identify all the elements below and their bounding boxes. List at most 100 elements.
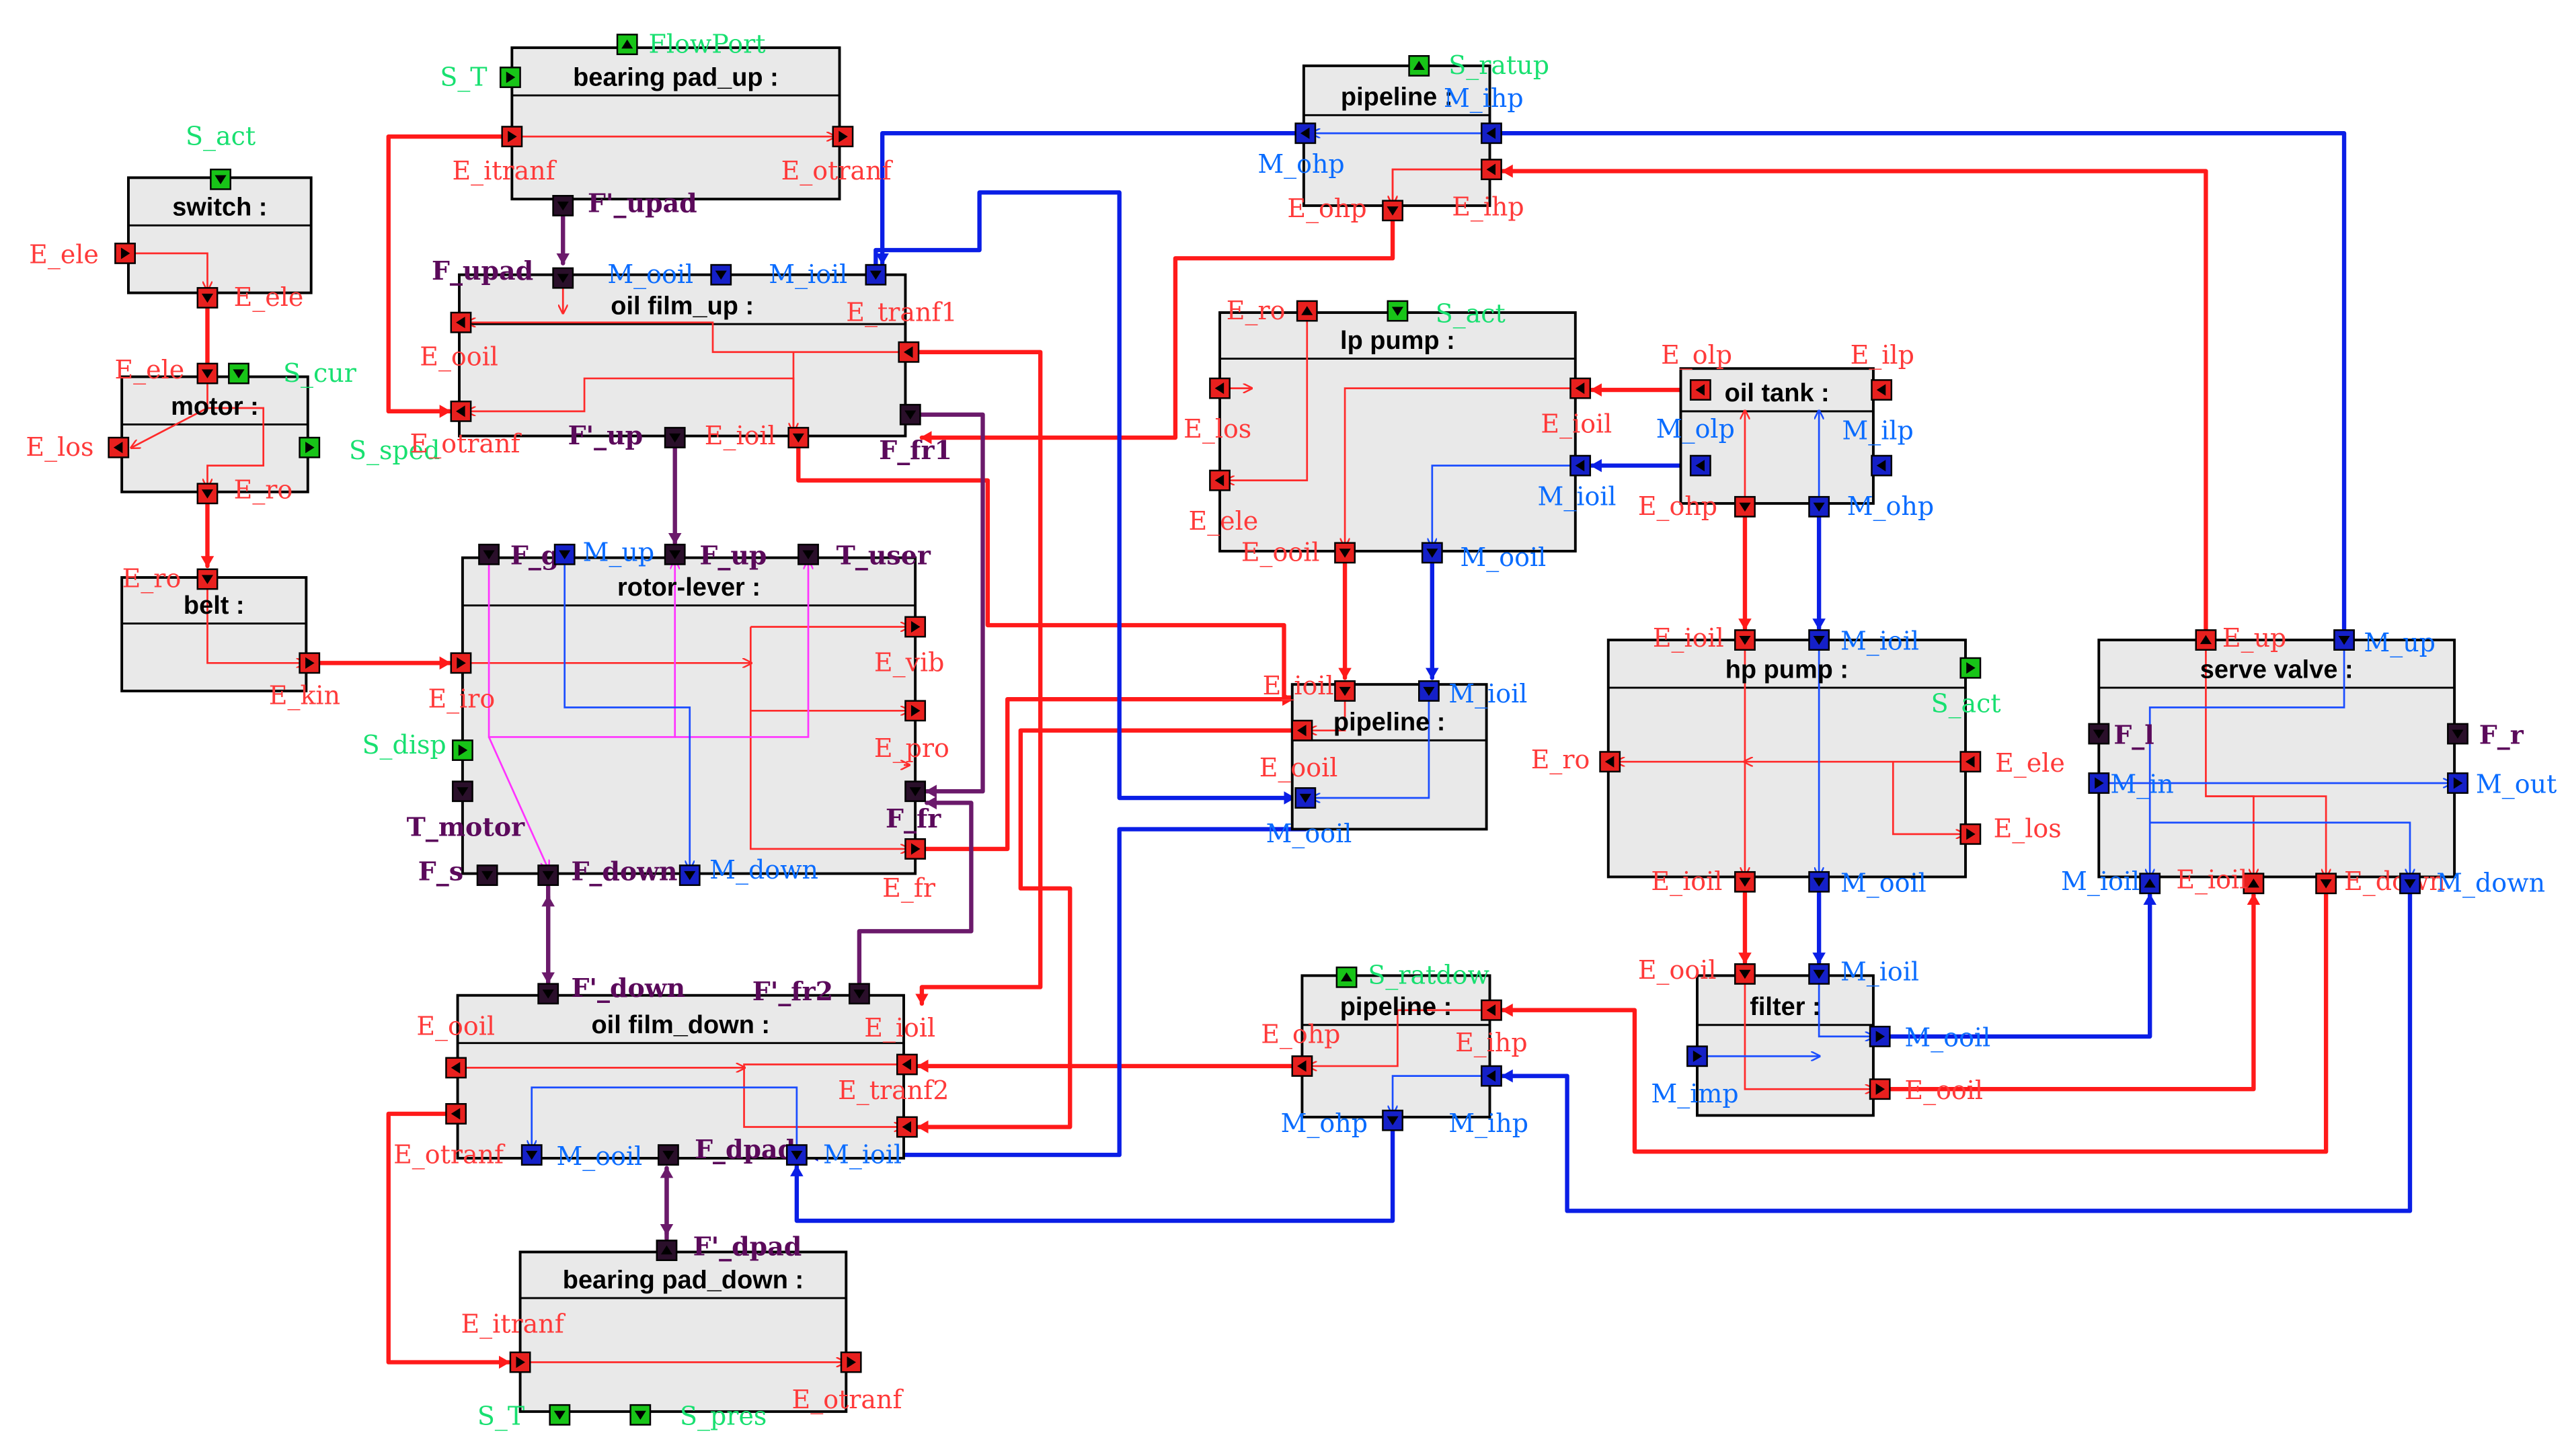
mass-connector-29[interactable] [806, 827, 1308, 1162]
mass-port-square[interactable] [1808, 963, 1830, 985]
port-f-up-rotor[interactable]: F_up [664, 540, 767, 570]
energy-connector-18[interactable] [1877, 893, 2261, 1092]
energy-port-square[interactable] [1734, 495, 1756, 518]
block-body[interactable] [518, 1250, 848, 1413]
port-e-otranf-oilfilm-up[interactable]: E_otranf [410, 400, 522, 459]
port-m-ooil-lp-pump[interactable]: M_ooil [1421, 542, 1546, 573]
port-e-ioil-oilfilm-down[interactable]: E_ioil [864, 1013, 935, 1076]
port-m-ooil-oilfilm-up[interactable]: M_ooil [607, 259, 732, 290]
port-e-ioil-servo-valve[interactable]: E_ioil [2176, 865, 2265, 895]
port-e-ihp-pipeline-top[interactable]: E_ihp [1452, 159, 1524, 223]
port-s-act-lp-pump[interactable]: S_act [1387, 299, 1506, 329]
port-e-itranf-bearing-up[interactable]: E_itranf [452, 126, 557, 186]
energy-connector-6[interactable] [912, 350, 1043, 1006]
port-e-los-lp-pump[interactable]: E_los [1183, 377, 1251, 444]
port-s-act-switch[interactable]: S_act [186, 121, 256, 190]
port-e-ooil-filter[interactable]: E_ooil [1869, 1076, 1983, 1106]
block-body[interactable] [1606, 639, 1967, 879]
mass-port-square[interactable] [553, 543, 576, 565]
signal-port-square[interactable] [549, 1404, 571, 1426]
signal-port-square[interactable] [1408, 54, 1430, 77]
block-body[interactable] [126, 176, 313, 294]
energy-connector-19[interactable] [1500, 887, 2329, 1154]
energy-port-square[interactable] [450, 400, 472, 422]
port-e-ele-switch[interactable]: E_ele [196, 282, 304, 313]
energy-port-square[interactable] [299, 652, 321, 674]
block-body[interactable] [2097, 639, 2456, 879]
port-e-vib-rotor[interactable]: E_vib [874, 616, 945, 678]
port-e-ro-lp-pump[interactable]: E_ro [1227, 296, 1318, 326]
energy-connector-11[interactable] [386, 1111, 511, 1369]
port-e-ioil-lp-pump[interactable]: E_ioil [1541, 377, 1612, 440]
energy-port-square[interactable] [1334, 542, 1356, 564]
port-f-down-rotor[interactable]: F_down [537, 856, 678, 886]
signal-port-square[interactable] [451, 739, 473, 761]
port-m-ioil-oilfilm-down[interactable]: M_ioil [785, 1139, 902, 1170]
port-t-motor-rotor[interactable]: T_motor [407, 780, 525, 842]
port-f-upad-bearing-up[interactable]: F'_upad [552, 188, 697, 218]
port-e-ioil-oilfilm-up[interactable]: E_ioil [705, 421, 810, 451]
port-e-otranf-bearing-down[interactable]: E_otranf [792, 1351, 904, 1415]
port-e-ooil-oilfilm-up[interactable]: E_ooil [420, 311, 498, 372]
port-e-tranf1-oilfilm-up[interactable]: E_tranf1 [846, 297, 958, 363]
force-port-square[interactable] [476, 864, 498, 886]
port-e-down-servo-valve[interactable]: E_down [2315, 866, 2446, 897]
port-f-s-rotor[interactable]: F_s [418, 856, 498, 886]
port-e-ele-lp-pump[interactable]: E_ele [1189, 469, 1259, 536]
energy-port-square[interactable] [501, 126, 523, 148]
port-e-olp-oil-tank[interactable]: E_olp [1661, 340, 1732, 401]
mass-port-square[interactable] [1869, 1025, 1891, 1047]
port-s-act-hp-pump[interactable]: S_act [1931, 657, 2001, 719]
port-e-iro-rotor[interactable]: E_iro [428, 652, 496, 715]
port-f-r-servo-valve[interactable]: F_r [2447, 719, 2524, 750]
port-e-ro-motor[interactable]: E_ro [196, 475, 293, 505]
port-s-t-bearing-down[interactable]: S_T [477, 1402, 571, 1432]
port-e-pro-rotor[interactable]: E_pro [874, 700, 949, 764]
port-m-down-servo-valve[interactable]: M_down [2399, 868, 2545, 899]
port-e-ohp-pipeline-bot[interactable]: E_ohp [1261, 1020, 1340, 1077]
port-m-ihp-pipeline-bot[interactable]: M_ihp [1448, 1065, 1528, 1139]
energy-port-square[interactable] [2315, 873, 2337, 895]
port-f-up-oilfilm-up[interactable]: F'_up [568, 420, 686, 450]
port-m-ihp-pipeline-top[interactable]: M_ihp [1444, 83, 1524, 145]
block-body[interactable] [1300, 974, 1491, 1119]
force-connector-32[interactable] [908, 412, 985, 799]
port-m-ilp-oil-tank[interactable]: M_ilp [1842, 415, 1914, 477]
port-f-g-rotor[interactable]: F_g [478, 540, 559, 570]
port-e-ele-switch[interactable]: E_ele [29, 240, 136, 270]
port-e-los-hp-pump[interactable]: E_los [1959, 814, 2062, 845]
port-m-ohp-pipeline-bot[interactable]: M_ohp [1281, 1108, 1403, 1139]
energy-connector-3[interactable] [386, 134, 514, 418]
port-e-ooil-oilfilm-down[interactable]: E_ooil [416, 1011, 495, 1079]
energy-connector-9[interactable] [916, 728, 1293, 1134]
port-s-t-bearing-up[interactable]: S_T [440, 62, 521, 92]
port-m-ioil-filter[interactable]: M_ioil [1808, 957, 1919, 987]
force-port-square[interactable] [537, 983, 559, 1005]
energy-port-square[interactable] [1382, 200, 1403, 222]
mass-connector-20[interactable] [876, 131, 2347, 637]
port-e-otranf-oilfilm-down[interactable]: E_otranf [393, 1103, 506, 1170]
port-m-olp-oil-tank[interactable]: M_olp [1656, 414, 1735, 477]
energy-port-square[interactable] [1481, 999, 1502, 1021]
block-belt[interactable]: belt :E_roE_kin [120, 564, 340, 711]
port-e-kin-belt[interactable]: E_kin [269, 652, 340, 711]
port-m-ioil-servo-valve[interactable]: M_ioil [2061, 866, 2161, 897]
port-m-up-servo-valve[interactable]: M_up [2333, 628, 2436, 658]
mass-port-square[interactable] [1808, 871, 1830, 893]
energy-port-square[interactable] [114, 243, 136, 264]
block-body[interactable] [1290, 683, 1488, 831]
port-s-cur-motor[interactable]: S_cur [228, 358, 357, 389]
port-flowport-bearing-up[interactable]: FlowPort [616, 29, 766, 58]
port-f-down-oilfilm-down[interactable]: F'_down [537, 973, 686, 1005]
port-e-ro-belt[interactable]: E_ro [122, 564, 219, 594]
